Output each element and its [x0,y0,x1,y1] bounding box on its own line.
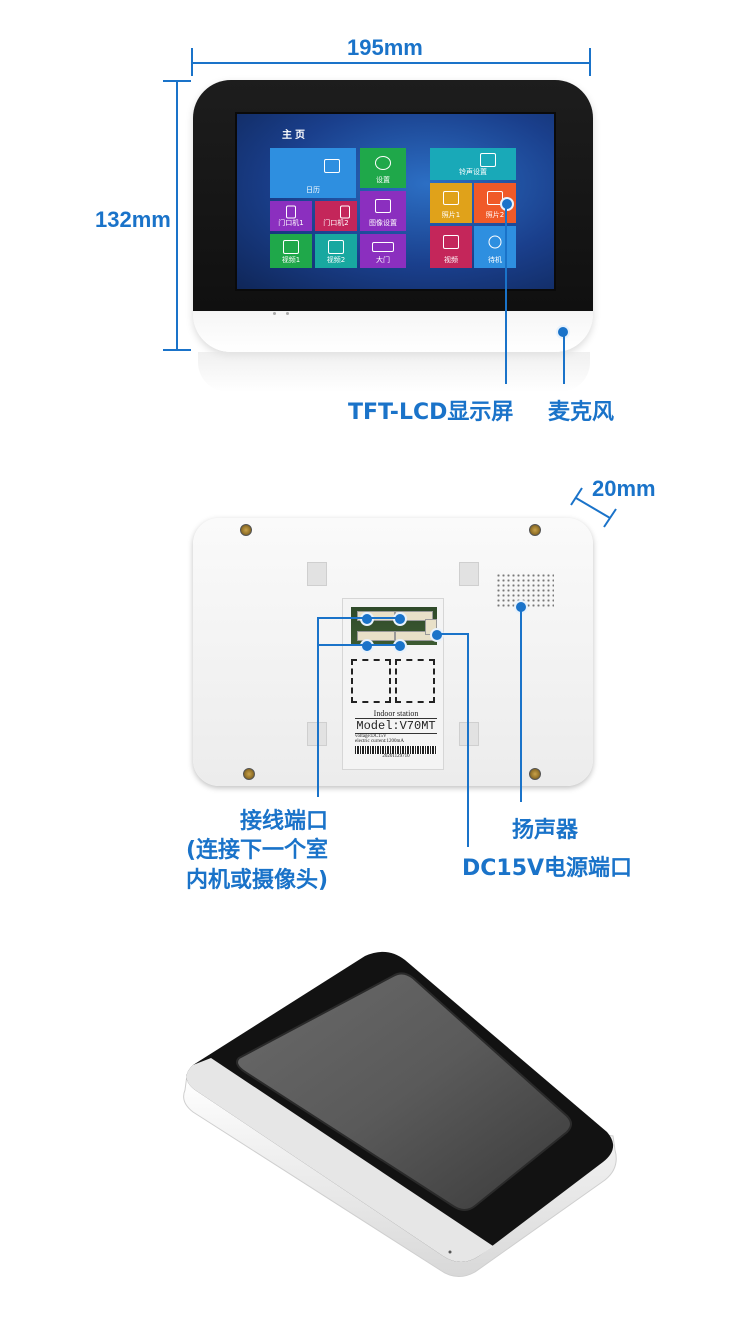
width-dimension-line [192,62,590,64]
mount-slot-top-right [459,562,479,586]
label-serial: 20201129710 [382,754,410,759]
speaker-label: 扬声器 [512,818,579,843]
tile-standby[interactable]: 待机 [474,226,516,268]
camera-icon [283,239,299,254]
connector-3 [357,631,395,641]
wiring-port-dot-4 [393,639,407,653]
screw-bottom-right [529,768,541,780]
tile-video-2[interactable]: 视频2 [315,234,357,268]
calendar-icon [323,158,340,173]
tile-image-settings[interactable]: 图像设置 [360,191,406,231]
microphone-callout-label: 麦克风 [548,400,615,425]
height-dimension-line [176,80,178,350]
width-dimension-label: 195mm [347,35,423,60]
wiring-port-label-line1: 接线端口 [240,809,329,834]
dashed-area-right [395,659,435,703]
wiring-callout-line-h2 [318,644,400,646]
home-title: 主页 [282,130,308,141]
camera-icon [328,239,344,254]
depth-dimension-label: 20mm [592,476,656,501]
mount-slot-top-left [307,562,327,586]
tile-photo-1[interactable]: 照片1 [430,183,472,223]
tile-video[interactable]: 视频 [430,226,472,268]
power-port-label: DC15V电源端口 [462,856,633,881]
label-model: Model:V70MT [355,719,437,734]
indicator-dot-right [286,312,289,315]
door-station-icon [286,205,296,219]
tile-label: 照片2 [485,211,505,219]
tile-label: 设置 [376,176,390,184]
connector-area: Indoor station Model:V70MT voltage:DC15V… [342,598,444,770]
label-voltage: voltage:DC15V [355,734,387,739]
microphone-callout-line [563,336,565,384]
wiring-port-label-line3: 内机或摄像头) [186,868,329,893]
front-device-reflection [198,352,590,392]
tile-door-station-2[interactable]: 门口机2 [315,201,357,231]
depth-dimension-marker [570,487,617,528]
tile-label: 视频 [444,256,458,264]
tile-label: 照片1 [441,211,461,219]
tile-calendar[interactable]: 日历 [270,148,356,198]
width-dimension-tick-left [191,48,193,76]
power-callout-line-h [438,633,468,635]
barcode [355,746,437,754]
screw-top-right [529,524,541,536]
label-current: electric current:1200mA [355,739,405,744]
tile-gate[interactable]: 大门 [360,234,406,268]
tile-label: 大门 [376,256,390,264]
screw-top-left [240,524,252,536]
wiring-callout-line-h1 [318,617,400,619]
power-icon [488,235,502,249]
perspective-device-view [183,951,617,1277]
video-camera-icon [443,234,459,249]
tile-settings[interactable]: 设置 [360,148,406,188]
mount-slot-bottom-right [459,722,479,746]
door-station-icon [340,205,351,219]
height-dimension-tick-top [163,80,191,82]
tile-label: 铃声设置 [459,168,487,176]
wiring-port-dot-3 [360,639,374,653]
display-callout-label: TFT-LCD显示屏 [348,400,514,425]
tile-label: 图像设置 [369,219,397,227]
wiring-port-dot-1 [360,612,374,626]
dashed-area-left [351,659,391,703]
tile-label: 门口机2 [323,219,349,227]
tile-label: 日历 [306,186,320,194]
tile-label: 视频2 [326,256,346,264]
tile-door-station-1[interactable]: 门口机1 [270,201,312,231]
gate-icon [372,241,394,252]
tile-label: 待机 [488,256,502,264]
indicator-dot-left [273,312,276,315]
back-device-body: Indoor station Model:V70MT voltage:DC15V… [193,518,593,786]
speaker-callout-line [520,610,522,802]
height-dimension-tick-bottom [163,349,191,351]
wiring-callout-line-v [317,617,319,797]
tile-ringtone-settings[interactable]: 铃声设置 [430,148,516,180]
power-callout-line-v [467,633,469,847]
wiring-port-label-line2: (连接下一个室 [186,838,329,863]
power-port-dot [430,628,444,642]
bell-settings-icon [480,153,497,168]
height-dimension-label: 132mm [95,207,171,232]
display-callout-line [505,208,507,384]
label-title: Indoor station [355,709,437,719]
wiring-port-dot-2 [393,612,407,626]
product-label: Indoor station Model:V70MT voltage:DC15V… [355,709,437,759]
width-dimension-tick-right [589,48,591,76]
gears-icon [375,156,391,171]
tile-label: 视频1 [281,256,301,264]
photo-icon [443,191,459,206]
front-device-lower-bezel [193,312,593,352]
display-callout-dot [500,197,514,211]
screw-bottom-left [243,768,255,780]
tile-video-1[interactable]: 视频1 [270,234,312,268]
tile-label: 门口机1 [278,219,304,227]
image-settings-icon [375,199,391,214]
